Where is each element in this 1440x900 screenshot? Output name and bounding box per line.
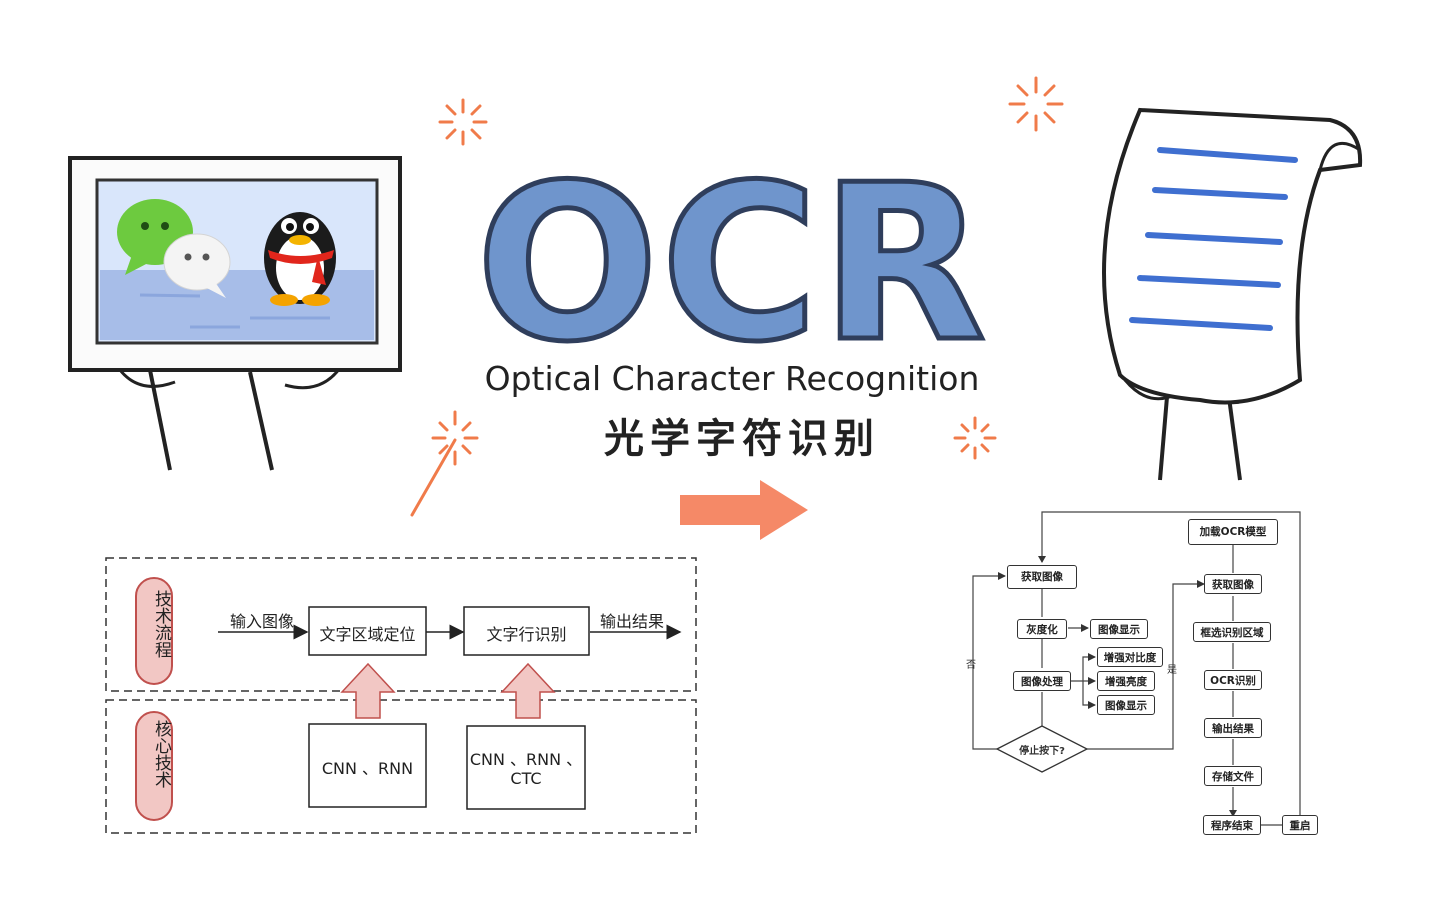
fc-select-region: 框选识别区域 bbox=[1193, 622, 1271, 642]
sparkle-icon bbox=[438, 98, 488, 146]
fc-output-result: 输出结果 bbox=[1204, 718, 1262, 738]
fc-image-show-1: 图像显示 bbox=[1090, 619, 1148, 639]
input-label: 输入图像 bbox=[229, 612, 294, 631]
fc-get-image-right: 获取图像 bbox=[1204, 574, 1262, 594]
magic-wand-icon bbox=[410, 410, 479, 517]
fc-program-end: 程序结束 bbox=[1203, 815, 1261, 835]
up-arrow-icon bbox=[340, 662, 396, 719]
fc-save-file: 存储文件 bbox=[1204, 766, 1262, 786]
tech-tag-label: 核心技术 bbox=[151, 720, 171, 788]
fc-restart: 重启 bbox=[1282, 815, 1318, 835]
arrow-right-icon bbox=[680, 480, 808, 540]
process-tag-label: 技术流程 bbox=[151, 590, 171, 658]
penguin-icon bbox=[264, 212, 336, 306]
fc-yes-label: 是 bbox=[1167, 665, 1177, 676]
tech2-label-line1: CNN 、RNN 、 bbox=[469, 750, 583, 769]
up-arrow-icon bbox=[500, 662, 556, 719]
stop-decision-diamond bbox=[995, 725, 1089, 773]
fc-stop-decision-label: 停止按下? bbox=[1019, 746, 1065, 757]
tech-tag bbox=[135, 711, 173, 821]
text-line-label: 文字行识别 bbox=[486, 625, 567, 644]
fc-enhance-brightness: 增强亮度 bbox=[1097, 671, 1155, 691]
process-row-container bbox=[105, 557, 697, 692]
fc-image-process: 图像处理 bbox=[1013, 671, 1071, 691]
document-illustration bbox=[1102, 107, 1363, 481]
fc-load-model: 加载OCR模型 bbox=[1188, 519, 1278, 545]
tech1-label: CNN 、RNN bbox=[321, 759, 414, 778]
subtitle-english: Optical Character Recognition bbox=[485, 359, 980, 398]
chat-app-icon bbox=[117, 199, 231, 298]
fc-image-show-2: 图像显示 bbox=[1097, 695, 1155, 715]
tech1-box bbox=[308, 723, 427, 808]
process-tag bbox=[135, 577, 173, 685]
tech2-label-line2: CTC bbox=[510, 769, 542, 788]
tech2-box bbox=[466, 725, 586, 810]
fc-no-label: 否 bbox=[966, 660, 976, 671]
subtitle-chinese: 光学字符识别 bbox=[604, 416, 880, 462]
fc-get-image-left: 获取图像 bbox=[1007, 565, 1077, 589]
fc-grayscale: 灰度化 bbox=[1017, 619, 1067, 639]
sparkle-icon bbox=[953, 416, 997, 460]
text-region-box bbox=[308, 606, 427, 656]
sparkle-icon bbox=[1008, 76, 1064, 132]
fc-ocr-recognize: OCR识别 bbox=[1204, 670, 1262, 690]
text-region-label: 文字区域定位 bbox=[319, 625, 416, 644]
text-line-box bbox=[463, 606, 590, 656]
tech-row-container bbox=[105, 699, 697, 834]
fc-enhance-contrast: 增强对比度 bbox=[1097, 647, 1163, 667]
ocr-title: OCR bbox=[476, 138, 988, 389]
screen-easel-illustration bbox=[68, 156, 402, 471]
output-label: 输出结果 bbox=[599, 612, 664, 631]
